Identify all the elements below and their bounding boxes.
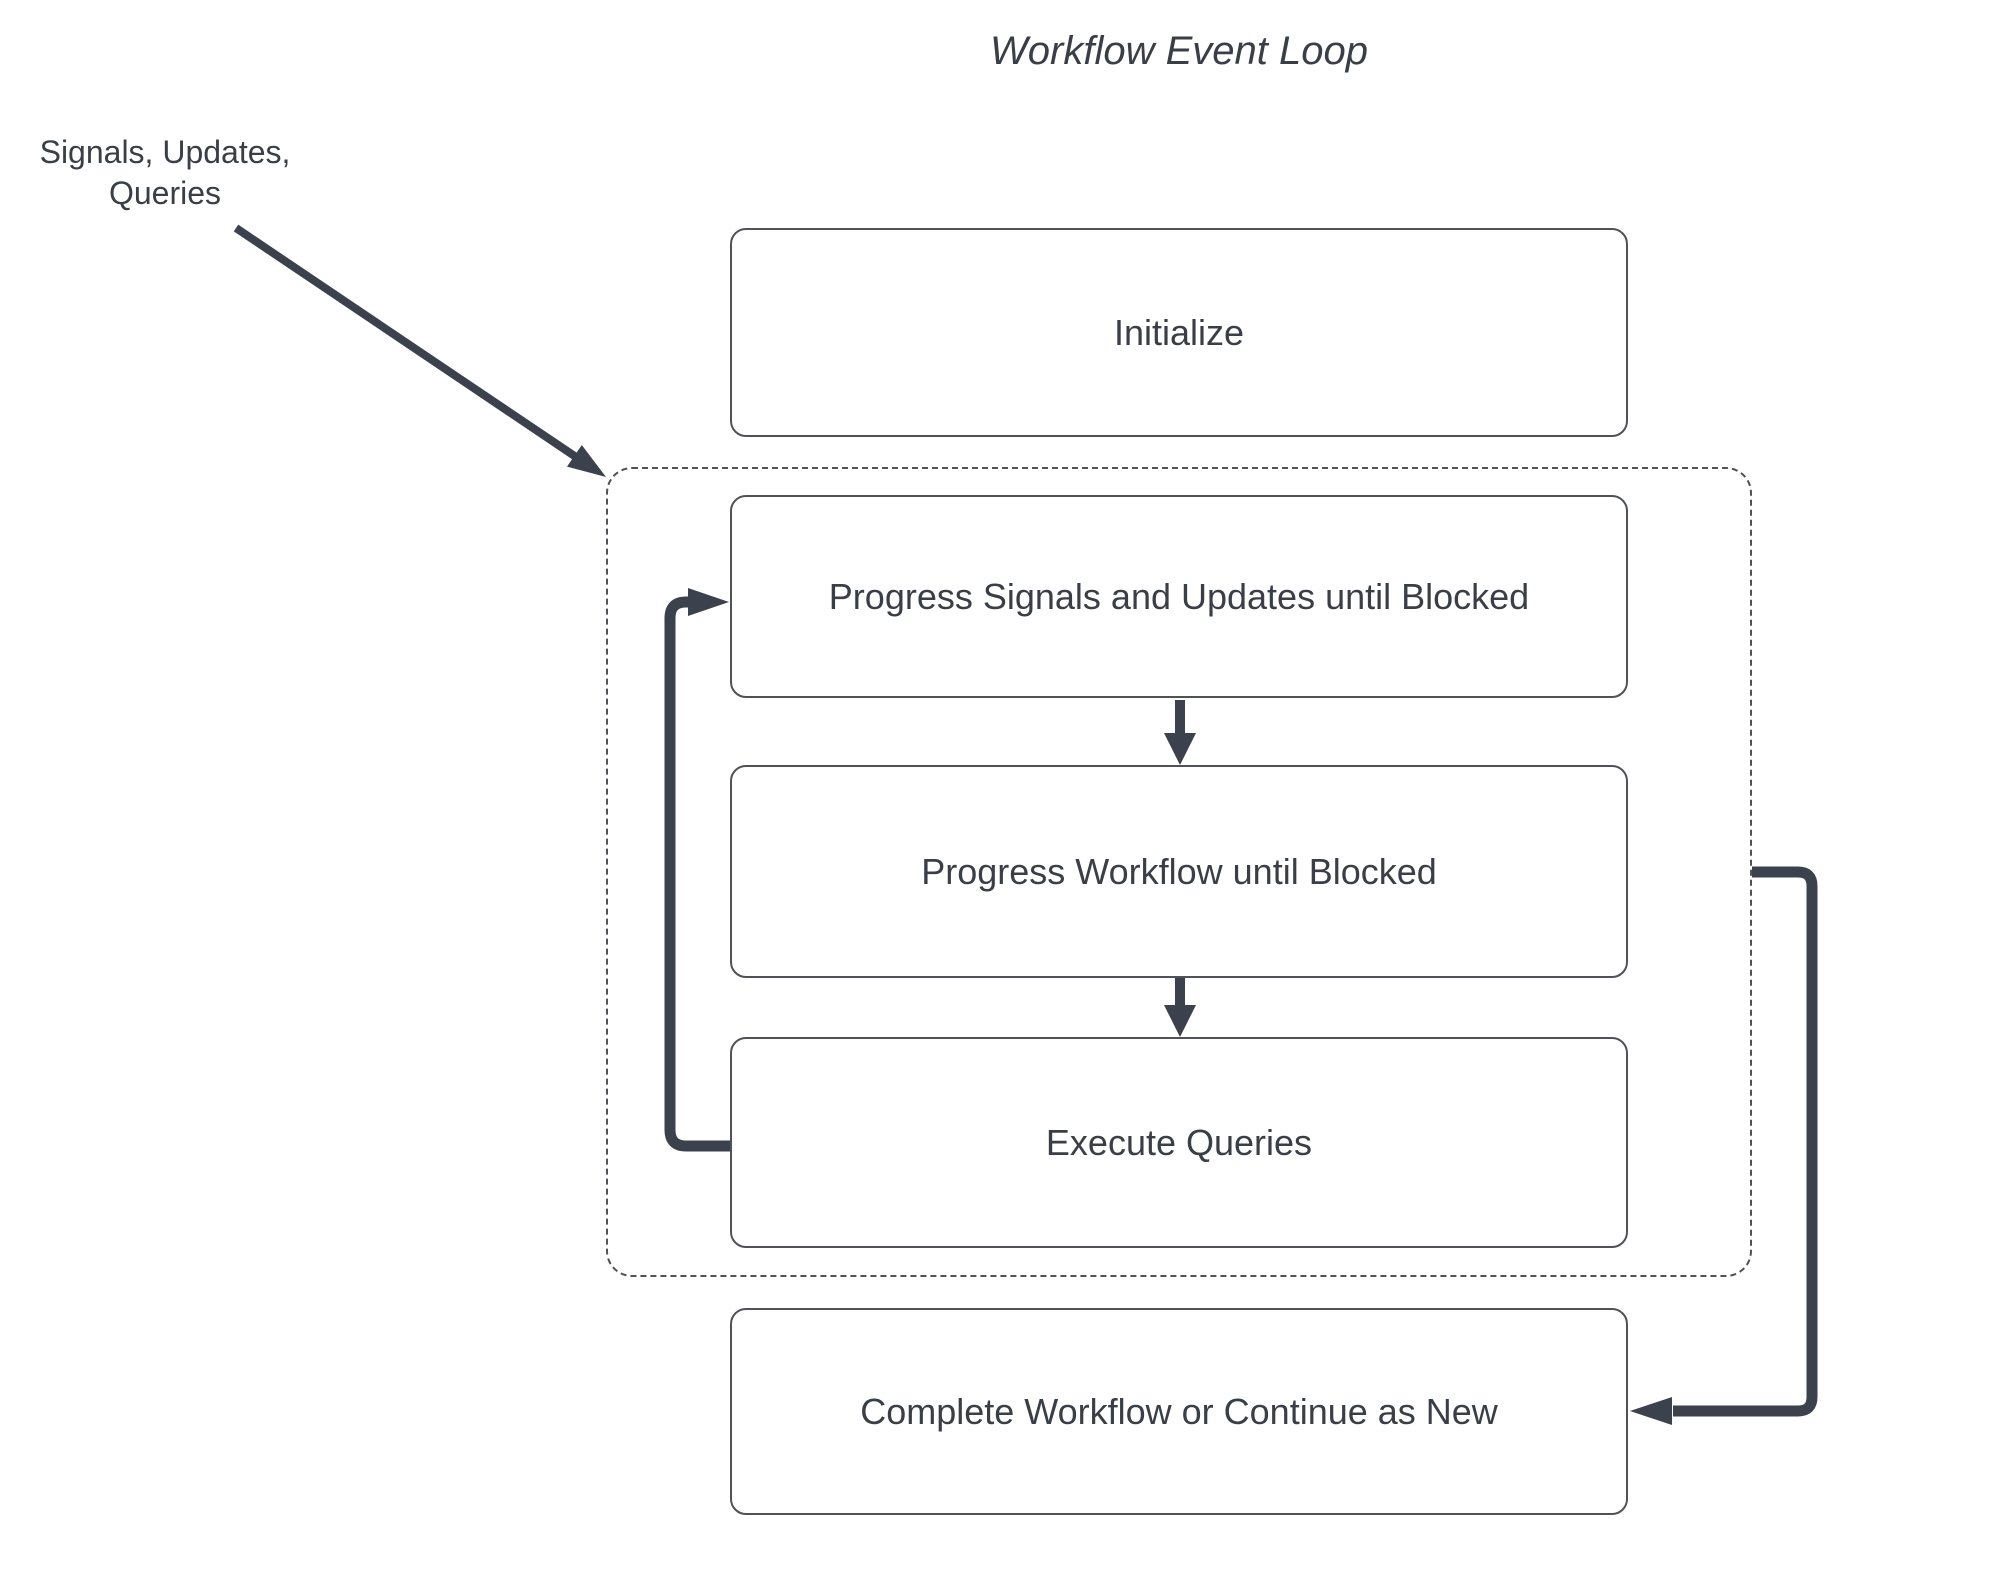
external-input-label-line2: Queries (108, 175, 222, 211)
external-input-label: Signals, Updates, Queries (20, 132, 310, 214)
node-progress-workflow: Progress Workflow until Blocked (730, 765, 1628, 978)
diagram-title: Workflow Event Loop (990, 29, 1368, 73)
external-arrow-shaft (233, 224, 579, 461)
node-initialize: Initialize (730, 228, 1628, 437)
external-input-label-line1: Signals, Updates, (39, 134, 291, 170)
node-initialize-label: Initialize (1113, 311, 1245, 353)
loop-to-complete-arrow-head (1630, 1397, 1672, 1425)
node-execute-queries: Execute Queries (730, 1037, 1628, 1248)
node-progress-workflow-label: Progress Workflow until Blocked (921, 850, 1437, 892)
node-progress-signals: Progress Signals and Updates until Block… (730, 495, 1628, 698)
node-complete-workflow-label: Complete Workflow or Continue as New (860, 1390, 1498, 1432)
node-complete-workflow: Complete Workflow or Continue as New (730, 1308, 1628, 1515)
node-execute-queries-label: Execute Queries (1045, 1121, 1313, 1163)
external-arrow-head (567, 445, 606, 477)
node-progress-signals-label: Progress Signals and Updates until Block… (828, 575, 1530, 617)
